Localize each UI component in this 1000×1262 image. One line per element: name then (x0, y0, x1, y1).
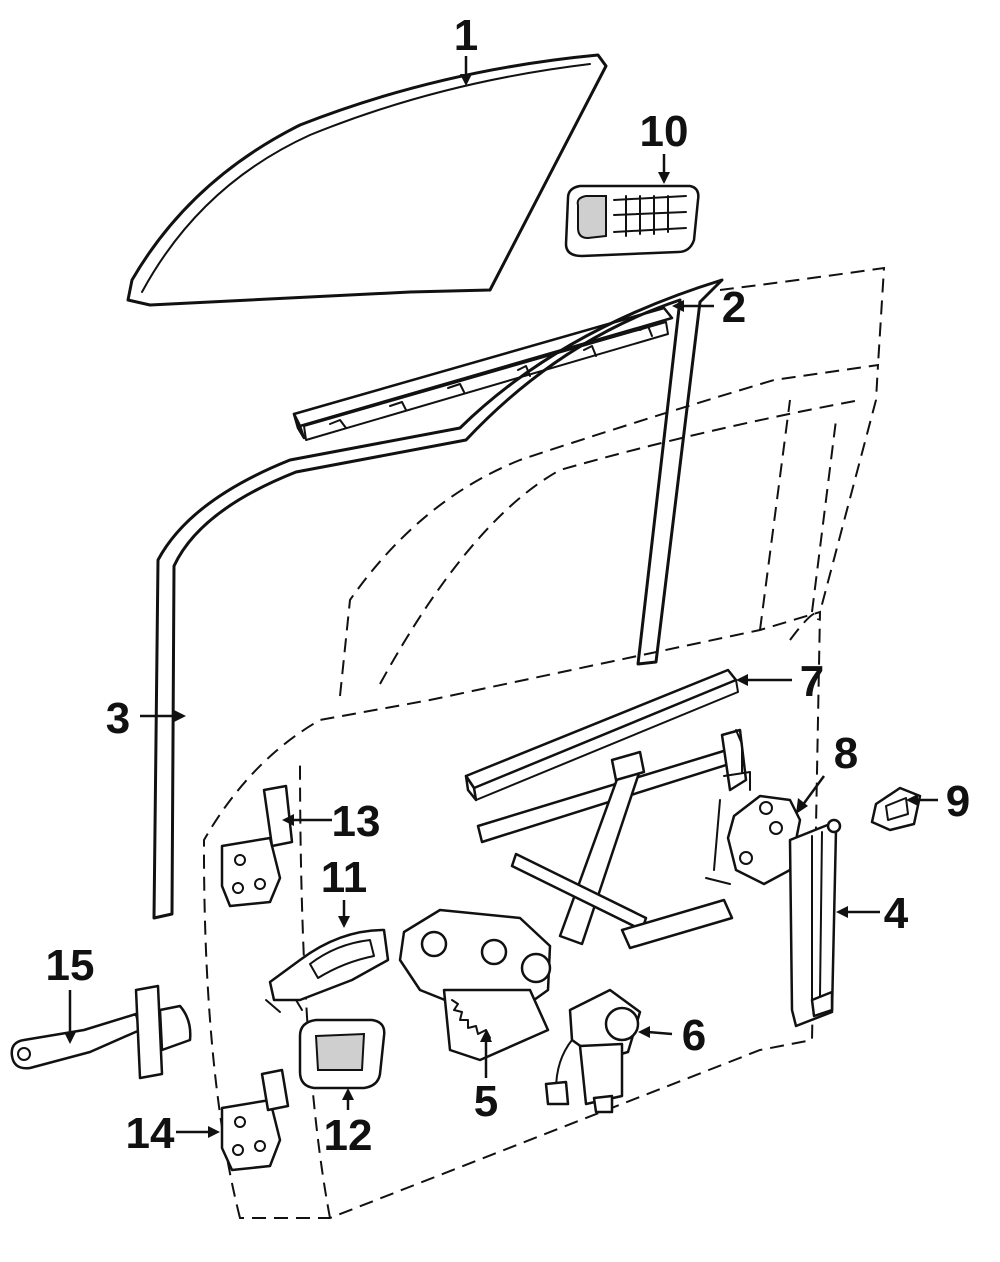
callout-13: 13 (332, 797, 381, 846)
door-striker (870, 786, 922, 832)
glass-channel (464, 668, 739, 802)
callout-12: 12 (324, 1111, 373, 1160)
leader-arrows (64, 56, 938, 1138)
rear-glass-run (788, 818, 842, 1028)
outside-door-handle (564, 184, 700, 258)
callout-2: 2 (722, 283, 746, 332)
callout-labels: 1 2 3 4 5 6 7 8 9 10 11 12 13 14 15 (46, 11, 971, 1160)
callout-10: 10 (640, 107, 689, 156)
callout-6: 6 (682, 1011, 706, 1060)
inside-door-handle (265, 928, 390, 1013)
belt-weatherstrip (292, 306, 674, 441)
door-glass (126, 53, 608, 307)
callout-5: 5 (474, 1077, 498, 1126)
callout-8: 8 (834, 729, 858, 778)
callout-4: 4 (884, 889, 909, 938)
handle-bezel (298, 1018, 386, 1090)
glass-run-channel (152, 278, 724, 920)
callout-11: 11 (321, 853, 368, 902)
door-lock-actuator (705, 729, 802, 886)
callout-14: 14 (126, 1109, 175, 1158)
callout-9: 9 (946, 777, 970, 826)
door-shell-outline (203, 266, 886, 1219)
callout-7: 7 (800, 657, 824, 706)
lower-hinge (220, 1068, 290, 1172)
callout-3: 3 (106, 694, 130, 743)
window-regulator (398, 728, 748, 1062)
door-check-link (10, 984, 192, 1080)
callout-15: 15 (46, 941, 95, 990)
upper-hinge (220, 784, 294, 908)
callout-1: 1 (454, 11, 478, 60)
window-motor (544, 988, 642, 1114)
